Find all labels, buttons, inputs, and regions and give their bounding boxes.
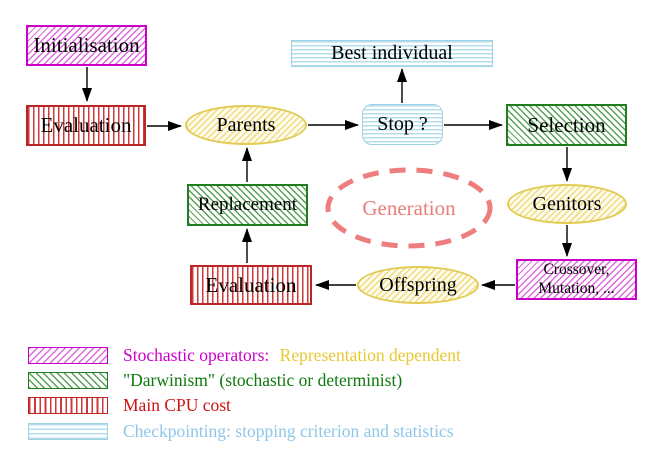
node-stop: Stop ? xyxy=(362,104,443,145)
legend-swatch-magenta-hatch xyxy=(28,347,108,364)
legend-label-stochastic: Stochastic operators: Representation dep… xyxy=(123,345,461,366)
legend-swatch-green-hatch xyxy=(28,372,108,389)
crossover-label: Crossover, Mutation, ... xyxy=(538,261,614,298)
legend-stochastic-primary: Stochastic operators: xyxy=(123,345,270,365)
legend-label-darwinism: "Darwinism" (stochastic or determinist) xyxy=(123,370,403,390)
node-offspring: Offspring xyxy=(357,266,479,304)
node-evaluation-bottom: Evaluation xyxy=(190,265,312,305)
node-initialisation: Initialisation xyxy=(26,25,147,66)
node-selection: Selection xyxy=(506,104,627,146)
node-crossover-mutation: Crossover, Mutation, ... xyxy=(516,259,637,300)
node-replacement: Replacement xyxy=(187,184,308,226)
generation-loop-ellipse: Generation xyxy=(323,166,495,250)
legend-swatch-cyan-stripes xyxy=(28,423,108,440)
node-genitors: Genitors xyxy=(507,184,627,224)
node-best-individual: Best individual xyxy=(291,40,493,67)
node-evaluation-top: Evaluation xyxy=(26,105,146,146)
legend-swatch-red-stripes xyxy=(28,397,108,414)
legend-stochastic-secondary: Representation dependent xyxy=(279,345,461,365)
legend-row-stochastic: Stochastic operators: Representation dep… xyxy=(28,345,461,366)
legend-label-checkpointing: Checkpointing: stopping criterion and st… xyxy=(123,421,454,441)
crossover-line2: Mutation, ... xyxy=(538,279,615,297)
legend-label-cpu-cost: Main CPU cost xyxy=(123,395,231,415)
legend-row-cpu-cost: Main CPU cost xyxy=(28,395,231,415)
generation-label: Generation xyxy=(362,195,456,220)
crossover-line1: Crossover, xyxy=(543,260,610,278)
node-parents: Parents xyxy=(185,105,307,145)
generation-dashed-ellipse xyxy=(325,167,493,249)
legend-row-checkpointing: Checkpointing: stopping criterion and st… xyxy=(28,421,454,441)
legend-row-darwinism: "Darwinism" (stochastic or determinist) xyxy=(28,370,403,390)
